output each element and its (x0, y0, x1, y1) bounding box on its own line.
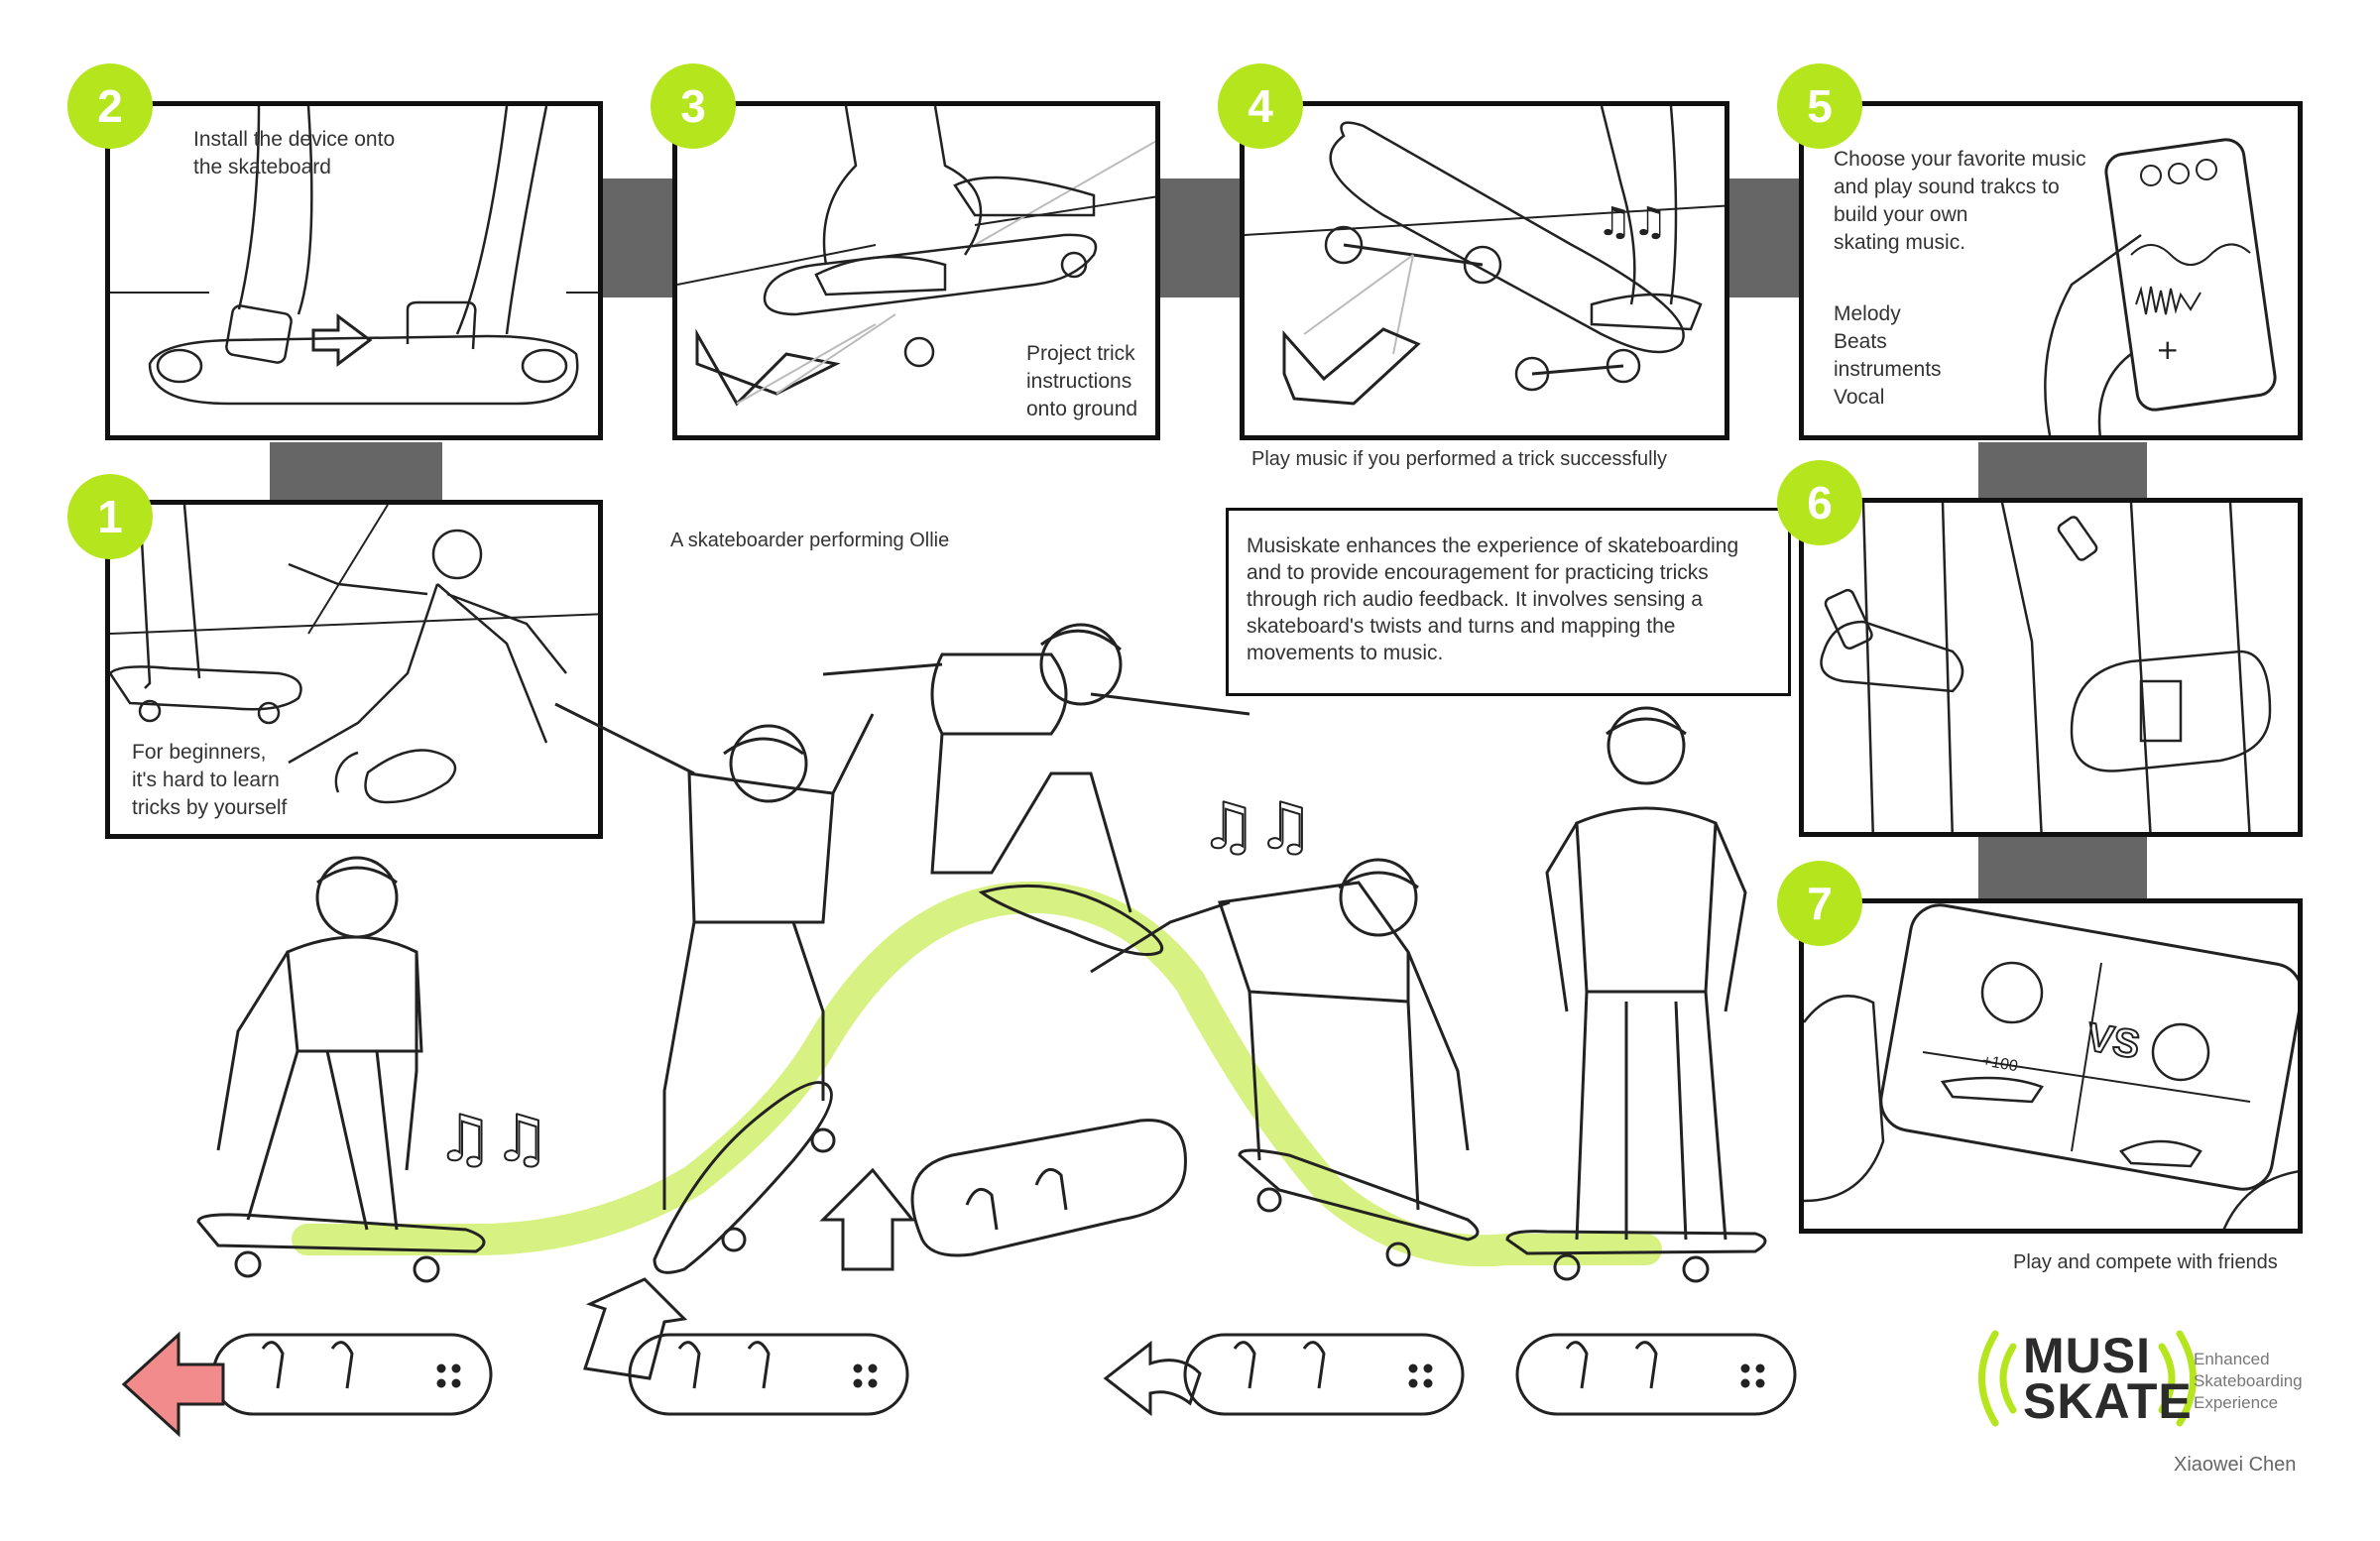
compete-score-label: +100 (1981, 1052, 2020, 1075)
connector-4-5 (1729, 178, 1799, 297)
compete-vs-label: VS (2083, 1015, 2143, 1068)
install-illustration (110, 106, 598, 406)
panel-1-text-line: tricks by yourself (132, 796, 288, 819)
logo-tagline: Enhanced Skateboarding Experience (2194, 1349, 2303, 1414)
panel-2-text-line: Install the device onto (193, 128, 396, 151)
badge-7: 7 (1777, 861, 1862, 946)
panel-5-type-vocal: Vocal (1834, 386, 1885, 409)
trick-trajectory-path (292, 881, 1662, 1267)
arrow-curve-left-icon (1103, 1340, 1202, 1417)
skater-4 (1090, 858, 1480, 1267)
info-line: skateboard's twists and turns and mappin… (1247, 615, 1676, 638)
badge-6: 6 (1777, 460, 1862, 545)
panel-7-compete: VS +100 (1799, 898, 2303, 1234)
svg-text:♫♫: ♫♫ (1597, 199, 1668, 245)
music-note-icon: ♫♫ (1200, 790, 1314, 864)
panel-6-friends (1799, 498, 2303, 837)
info-box: Musiskate enhances the experience of ska… (1226, 508, 1791, 696)
panel-3-text-line: onto ground (1026, 398, 1138, 420)
phone-music-illustration: + (2044, 138, 2277, 435)
badge-1: 1 (67, 474, 153, 559)
compete-phone-illustration: VS +100 (1804, 903, 2298, 1229)
panel-5-text-line: and play sound trakcs to (1834, 176, 2060, 198)
arrow-left-red-icon (121, 1331, 225, 1438)
panel-5-text-line: Choose your favorite music (1834, 148, 2086, 171)
panel-2-install: Install the device onto the skateboard (105, 101, 603, 440)
friends-illustration (1820, 503, 2272, 832)
info-line: Musiskate enhances the experience of ska… (1247, 534, 1739, 557)
arrow-up-icon (583, 1277, 688, 1380)
badge-2: 2 (67, 63, 153, 149)
music-trick-illustration: ♫♫ (1245, 106, 1725, 406)
panel-4-play-music: ♫♫ (1240, 101, 1729, 440)
panel-4-caption: Play music if you performed a trick succ… (1251, 448, 1668, 470)
panel-1-text-line: For beginners, (132, 741, 267, 764)
skater-3 (822, 623, 1250, 956)
board-bottom-1 (211, 1333, 493, 1416)
tagline-line: Experience (2194, 1393, 2279, 1412)
connector-5-6 (1978, 442, 2147, 502)
panel-5-type-instruments: instruments (1834, 358, 1942, 381)
panel-3-project: Project trick instructions onto ground (672, 101, 1160, 440)
ollie-caption: A skateboarder performing Ollie (670, 530, 950, 551)
info-line: movements to music. (1247, 642, 1444, 664)
info-line: through rich audio feedback. It involves… (1247, 588, 1703, 611)
badge-3: 3 (651, 63, 736, 149)
panel-3-text-line: Project trick (1026, 342, 1135, 365)
svg-text:+: + (2156, 333, 2179, 366)
board-bottom-4 (1515, 1333, 1797, 1416)
project-illustration (677, 106, 1155, 407)
board-bottom-2 (628, 1333, 909, 1416)
panel-5-choose-music: + Choose your favorite music and play so… (1799, 101, 2303, 440)
music-note-icon: ♫♫ (436, 1103, 550, 1176)
beginner-fall-illustration (110, 505, 598, 804)
author-name: Xiaowei Chen (2174, 1454, 2297, 1476)
panel-5-type-melody: Melody (1834, 302, 1901, 325)
panel-1-beginners: For beginners, it's hard to learn tricks… (105, 500, 603, 839)
logo-line-1: MUSI (2023, 1328, 2151, 1383)
skater-2 (554, 702, 875, 1274)
skater-5 (1505, 706, 1767, 1283)
connector-6-7 (1978, 837, 2147, 898)
panel-7-caption: Play and compete with friends (2013, 1251, 2278, 1273)
connector-3-4 (1160, 178, 1240, 297)
connector-2-3 (603, 178, 672, 297)
panel-5-type-beats: Beats (1834, 330, 1887, 353)
info-line: and to provide encouragement for practic… (1247, 561, 1709, 584)
panel-2-text-line: the skateboard (193, 156, 331, 178)
panel-1-text-line: it's hard to learn (132, 769, 280, 791)
badge-4: 4 (1218, 63, 1303, 149)
board-bottom-3 (1183, 1333, 1465, 1416)
skater-1 (196, 856, 486, 1283)
panel-5-text-line: build your own (1834, 203, 1968, 226)
logo-wordmark: MUSI SKATE (2023, 1328, 2193, 1429)
panel-3-text-line: instructions (1026, 370, 1132, 393)
tagline-line: Enhanced (2194, 1350, 2270, 1368)
board-tilted (819, 1119, 1187, 1271)
tagline-line: Skateboarding (2194, 1371, 2303, 1390)
connector-1-2 (270, 442, 442, 500)
panel-5-text-line: skating music. (1834, 231, 1966, 254)
logo-line-2: SKATE (2023, 1373, 2193, 1429)
badge-5: 5 (1777, 63, 1862, 149)
